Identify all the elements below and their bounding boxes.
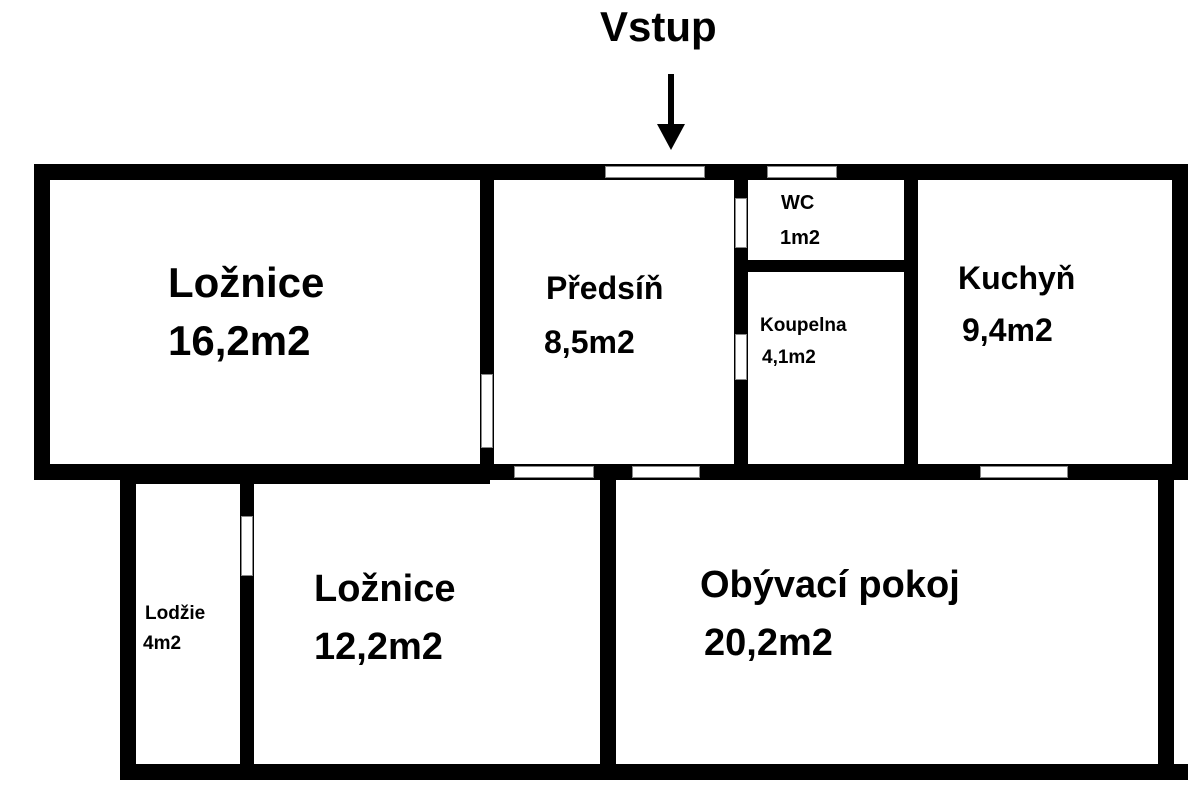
- kuchyn-obyvaci-door: [980, 466, 1068, 478]
- room-lodzie-area: 4m2: [143, 633, 182, 654]
- entrance-label: Vstup: [600, 3, 717, 50]
- wall-left-upper: [34, 164, 50, 480]
- wc-door: [735, 198, 747, 248]
- wall-loznice-obyvaci: [600, 476, 616, 780]
- predsin-obyvaci-door: [632, 466, 700, 478]
- room-loznice-1-name: Ložnice: [168, 259, 325, 306]
- wall-wc-kuchyn: [904, 164, 918, 480]
- room-kuchyn-name: Kuchyň: [958, 260, 1076, 296]
- koupelna-door: [735, 334, 747, 380]
- wall-right-lower: [1158, 476, 1174, 780]
- room-obyvaci-pokoj-area: 20,2m2: [704, 622, 833, 664]
- room-predsin-area: 8,5m2: [544, 324, 635, 360]
- room-wc-name: WC: [781, 192, 815, 214]
- wall-left-lower: [120, 476, 136, 780]
- entrance-arrow-icon: [657, 74, 685, 150]
- entrance-door: [605, 166, 705, 178]
- lodzie-door: [241, 516, 253, 576]
- wall-wc-koupelna: [734, 260, 918, 272]
- room-loznice-2-area: 12,2m2: [314, 626, 443, 668]
- room-predsin-name: Předsíň: [546, 270, 664, 306]
- loznice-predsin-door: [481, 374, 493, 448]
- room-loznice-2-name: Ložnice: [314, 568, 456, 610]
- predsin-loznice2-door: [514, 466, 594, 478]
- room-koupelna-name: Koupelna: [760, 315, 847, 336]
- wall-top-lower-left: [120, 476, 490, 484]
- wall-right-upper: [1172, 164, 1188, 480]
- room-wc-area: 1m2: [780, 227, 821, 249]
- room-obyvaci-pokoj-name: Obývací pokoj: [700, 564, 960, 606]
- wc-window: [767, 166, 837, 178]
- room-loznice-1-area: 16,2m2: [168, 317, 311, 364]
- wall-bottom-lower: [120, 764, 1188, 780]
- room-lodzie-name: Lodžie: [145, 603, 206, 624]
- room-koupelna-area: 4,1m2: [762, 347, 816, 368]
- room-kuchyn-area: 9,4m2: [962, 312, 1053, 348]
